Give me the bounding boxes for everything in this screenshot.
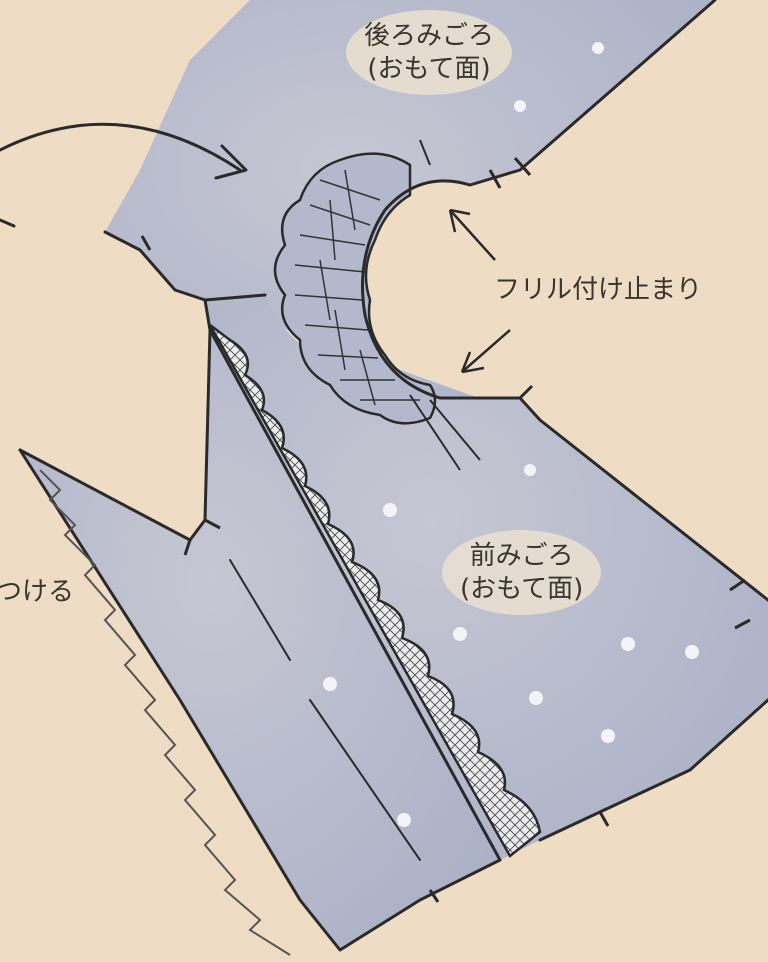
frill-stop-label: フリル付け止まり [494, 275, 703, 305]
notch-marks [140, 157, 751, 903]
frill-gathers [294, 169, 420, 406]
frill-threads [409, 139, 481, 471]
front-bodice-label: 前みごろ (おもて面) [442, 530, 602, 615]
back-bodice-label-line2: (おもて面) [367, 53, 491, 84]
fabric-dots [323, 42, 699, 827]
back-bodice-label-line1: 後ろみごろ [364, 21, 495, 51]
overlock-stitch [39, 469, 291, 956]
front-bodice-label-line2: (おもて面) [460, 573, 584, 604]
neckline-curve [361, 179, 520, 400]
lace-trim [208, 324, 542, 858]
left-cut-text: つける [0, 577, 75, 607]
back-bodice-label: 後ろみごろ (おもて面) [346, 10, 513, 95]
callout-arrows [448, 208, 511, 374]
front-facing-piece [20, 330, 500, 950]
neck-frill [273, 152, 437, 425]
front-bodice-label-line1: 前みごろ [469, 541, 574, 571]
